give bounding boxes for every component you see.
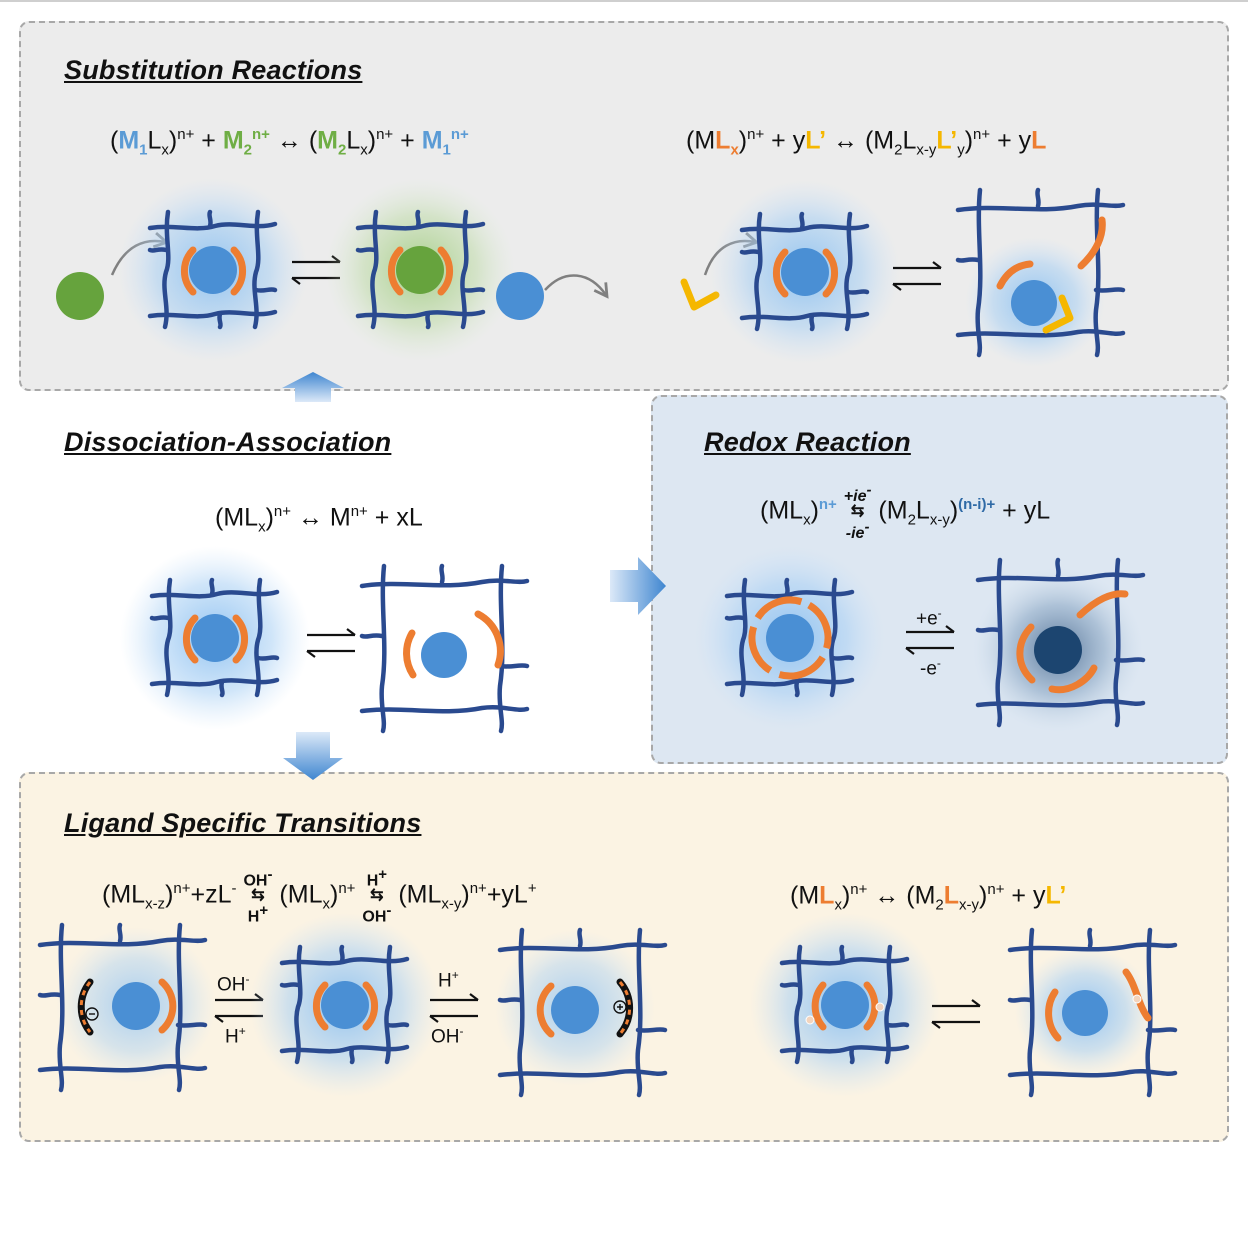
dissociation-scene: [120, 546, 527, 731]
substitution-ligand-scene: [680, 180, 1123, 367]
redox-title: Redox Reaction: [704, 427, 911, 457]
ligand-title: Ligand Specific Transitions: [64, 808, 422, 838]
dissociation-title: Dissociation-Association: [64, 427, 392, 457]
equation-redox: (MLx)n+ +ie-⇆-ie- (M2Lx-y)(n-i)+ + yL: [760, 482, 1051, 542]
redox-arrow-label-bottom: -e-: [920, 656, 941, 680]
incoming-ligand: [680, 278, 720, 311]
equilibrium-arrows-icon: [892, 261, 942, 291]
equilibrium-arrows-icon: [931, 999, 981, 1029]
ph-arrow2-label-bottom: OH-: [431, 1024, 464, 1048]
block-arrow-down-icon: [283, 732, 343, 780]
equation-ph-transition: (MLx-z)n++zL- OH-⇆H+ (MLx)n+ H+⇆OH- (MLx…: [102, 866, 537, 926]
equation-metal-substitution: (M1Lx)n+ + M2n+ ↔ (M2Lx)n+ + M1n+: [110, 126, 469, 159]
incoming-metal-ion: [56, 272, 104, 320]
block-arrow-right-icon: [610, 557, 666, 615]
substitution-title: Substitution Reactions: [64, 55, 363, 85]
curved-arrow-icon: [544, 274, 609, 299]
equation-dissociation: (MLx)n+ ↔ Mn+ + xL: [215, 503, 423, 536]
top-border-line: [0, 0, 1248, 2]
ph-equilibrium-symbol-1: OH-⇆H+: [243, 866, 273, 926]
equation-ligand-exchange: (MLx)n+ ↔ (M2Lx-y)n+ + yL’: [790, 881, 1067, 914]
equation-ligand-substitution: (MLx)n+ + yL’ ↔ (M2Lx-yL’y)n+ + yL: [686, 126, 1047, 159]
block-arrow-up-icon: [282, 372, 344, 402]
metal-ion: [189, 246, 237, 294]
redox-equilibrium-symbol: +ie-⇆-ie-: [843, 482, 872, 542]
ligand-exchange-scene: [750, 913, 1175, 1097]
ph-equilibrium-symbol-2: H+⇆OH-: [362, 866, 392, 926]
ph-arrow2-label-top: H+: [438, 968, 459, 992]
released-metal-ion: [496, 272, 544, 320]
equilibrium-arrows-icon: [429, 993, 479, 1023]
ligand-transitions-panel: [19, 772, 1229, 1142]
ligand-ph-scene: [40, 913, 665, 1097]
positive-charge-icon: [613, 1000, 627, 1014]
substitution-metal-scene: [56, 178, 609, 362]
ph-arrow1-label-top: OH-: [217, 972, 250, 996]
ph-arrow1-label-bottom: H+: [225, 1024, 246, 1048]
equilibrium-arrows-icon: [306, 628, 356, 658]
redox-scene: [695, 546, 1143, 732]
redox-arrow-label-top: +e-: [916, 606, 942, 630]
equilibrium-arrows-icon: [905, 625, 955, 655]
negative-charge-icon: [85, 1007, 99, 1021]
